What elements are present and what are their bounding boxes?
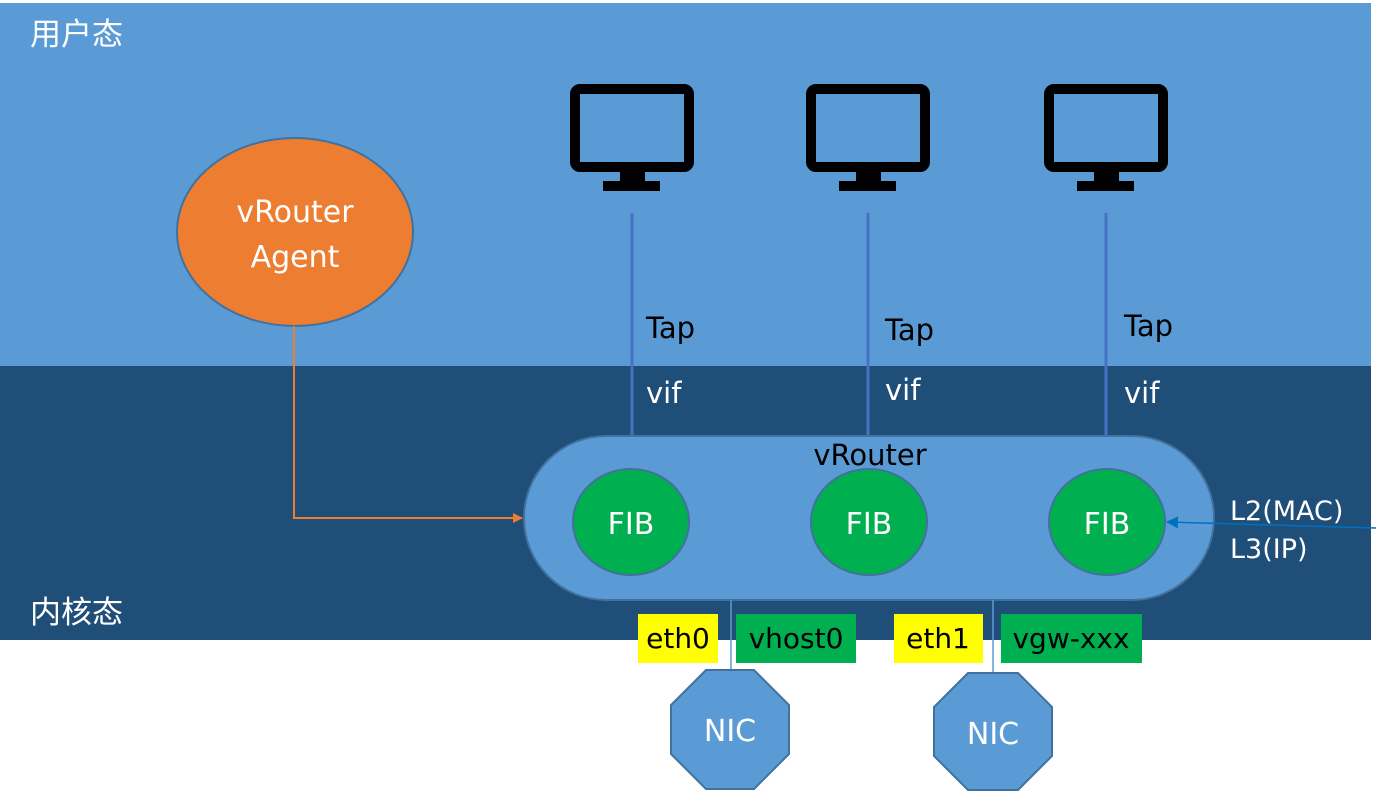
fib-node: [810, 468, 928, 576]
vrouter-agent-node: [176, 137, 414, 327]
vrouter-title: vRouter: [813, 438, 926, 472]
vm-monitor-icon: [570, 84, 694, 191]
fib-node: [1048, 468, 1166, 576]
fib-label: FIB: [608, 507, 655, 542]
fib-label: FIB: [846, 507, 893, 542]
fib-label: FIB: [1084, 507, 1131, 542]
vif-label: vif: [646, 376, 682, 410]
agent-label-line2: Agent: [251, 240, 340, 275]
nic-node: [670, 669, 790, 790]
tap-label: Tap: [1123, 309, 1173, 343]
kernel-space-label: 内核态: [30, 595, 123, 631]
vgw-label-bg: [1001, 614, 1142, 663]
vif-label: vif: [885, 373, 921, 407]
l2-label: L2(MAC): [1230, 496, 1343, 527]
l2l3-input-arrow: [1166, 516, 1376, 529]
vhost0-label-bg: [736, 614, 856, 663]
vm-monitor-icon: [1044, 84, 1168, 191]
eth0-label: eth0: [646, 622, 710, 655]
nic-node: [933, 672, 1053, 791]
vgw-label: vgw-xxx: [1012, 622, 1129, 655]
fib-node: [572, 468, 690, 576]
agent-label-line1: vRouter: [236, 195, 354, 230]
l3-label: L3(IP): [1230, 534, 1308, 565]
agent-to-vrouter-arrow: [293, 326, 523, 523]
vhost0-label: vhost0: [749, 622, 844, 655]
user-space-label: 用户态: [30, 17, 123, 53]
tap-label: Tap: [884, 313, 934, 347]
nic-label: NIC: [967, 717, 1019, 752]
eth1-label: eth1: [906, 622, 970, 655]
eth0-label-bg: [638, 614, 718, 663]
eth1-label-bg: [894, 614, 983, 663]
nic-label: NIC: [704, 714, 756, 749]
vm-monitor-icon: [806, 84, 930, 191]
vif-label: vif: [1124, 376, 1160, 410]
tap-label: Tap: [645, 311, 695, 345]
